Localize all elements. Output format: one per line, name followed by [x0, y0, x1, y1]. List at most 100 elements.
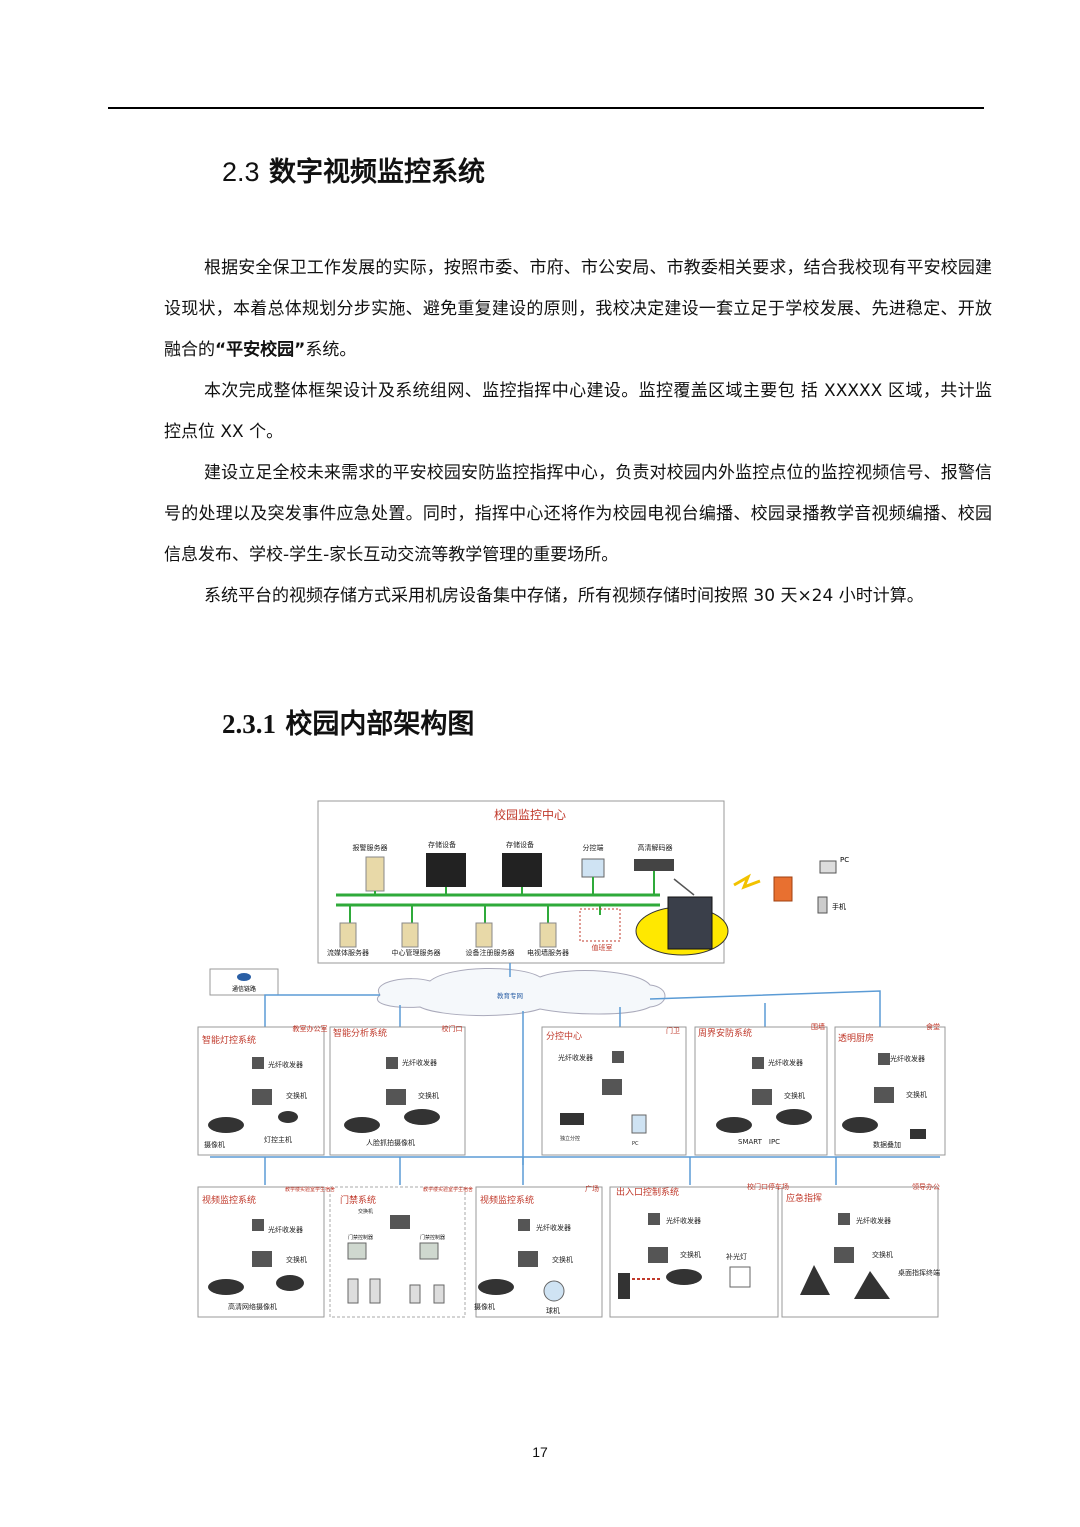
transceiver-label: 光纤收发器	[768, 1058, 803, 1067]
transceiver-icon	[252, 1219, 264, 1231]
switch-icon	[752, 1089, 772, 1105]
device-label: 高清解码器	[638, 843, 673, 852]
location-tag: 领导办公	[912, 1182, 940, 1191]
switch-label: 交换机	[358, 1208, 373, 1215]
device-label: 摄像机	[474, 1302, 495, 1311]
switch-label: 交换机	[286, 1255, 307, 1264]
subsystem-title: 智能分析系统	[333, 1027, 387, 1039]
switch-icon	[518, 1251, 538, 1267]
section-heading: 2.3 数字视频监控系统	[222, 157, 485, 188]
device-label: 值班室	[592, 943, 613, 952]
switch-icon	[648, 1247, 668, 1263]
device-label: 球机	[546, 1306, 560, 1315]
link-arrow	[673, 878, 695, 896]
device-label: 中心管理服务器	[392, 948, 441, 957]
access-controller-icon	[347, 1242, 367, 1260]
phone-icon	[817, 896, 828, 914]
device-label: 人脸抓拍摄像机	[366, 1138, 415, 1147]
switch-icon	[834, 1247, 854, 1263]
overlay-icon	[910, 1129, 926, 1139]
subsystem-box	[475, 1186, 603, 1318]
subsystem-title: 周界安防系统	[698, 1027, 752, 1039]
camera-icon	[344, 1117, 380, 1133]
storage-icon	[502, 853, 542, 887]
subsection-heading: 2.3.1 校园内部架构图	[222, 709, 475, 740]
location-tag: 校门口停车场	[747, 1182, 789, 1191]
video-wall-icon	[667, 896, 713, 950]
device-label: 灯控主机	[264, 1135, 292, 1144]
transceiver-icon	[878, 1053, 890, 1065]
subsystem-title: 出入口控制系统	[616, 1186, 679, 1198]
camera-icon	[842, 1117, 878, 1133]
card-reader-icon	[409, 1284, 421, 1304]
location-tag: 食堂	[926, 1022, 940, 1031]
device-label: PC	[632, 1141, 639, 1147]
transceiver-icon	[612, 1051, 624, 1063]
remote-label: PC	[840, 856, 849, 864]
transceiver-label: 光纤收发器	[268, 1060, 303, 1069]
switch-label: 交换机	[286, 1091, 307, 1100]
subsystem-title: 门禁系统	[340, 1194, 376, 1206]
switch-icon	[602, 1079, 622, 1095]
wireless-icon	[733, 873, 761, 890]
monitor-icon	[581, 858, 605, 878]
paragraph: 根据安全保卫工作发展的实际，按照市委、市府、市公安局、市教委相关要求，结合我校现…	[164, 258, 992, 360]
device-label: 报警服务器	[353, 843, 388, 852]
transceiver-icon	[386, 1057, 398, 1069]
transceiver-label: 光纤收发器	[890, 1054, 925, 1063]
firewall-icon	[773, 876, 793, 902]
controller-icon	[278, 1111, 298, 1123]
header-rule	[108, 107, 984, 109]
transceiver-icon	[648, 1213, 660, 1225]
transceiver-label: 光纤收发器	[666, 1216, 701, 1225]
transceiver-icon	[752, 1057, 764, 1069]
subsystem-title: 透明厨房	[838, 1032, 874, 1044]
location-tag: 教学楼实验室学生宿舍	[285, 1186, 335, 1193]
camera-icon	[716, 1117, 752, 1133]
device-label: 门禁控制器	[420, 1234, 445, 1241]
location-tag: 教室办公室	[293, 1024, 328, 1033]
network-label: 教育专网	[497, 991, 523, 1000]
device-label: 独立分控	[560, 1135, 580, 1142]
switch-icon	[390, 1215, 410, 1229]
pc-icon	[819, 860, 837, 874]
transceiver-icon	[838, 1213, 850, 1225]
location-tag: 围墙	[811, 1022, 825, 1031]
pc-icon	[631, 1114, 647, 1134]
camera-icon	[404, 1109, 440, 1125]
lock-icon	[433, 1284, 445, 1304]
device-label: 摄像机	[204, 1140, 225, 1149]
camera-icon	[776, 1109, 812, 1125]
device-label: 补光灯	[726, 1252, 747, 1261]
switch-icon	[386, 1089, 406, 1105]
subsystem-box	[609, 1186, 779, 1318]
camera-icon	[666, 1269, 702, 1285]
subsystem-title: 视频监控系统	[202, 1194, 256, 1206]
terminal-icon	[854, 1271, 890, 1299]
location-tag: 教学楼实验室学生宿舍	[423, 1186, 473, 1193]
subsystem-title: 视频监控系统	[480, 1194, 534, 1206]
camera-icon	[478, 1279, 514, 1295]
fill-light-icon	[729, 1266, 751, 1288]
device-label: 设备注册服务器	[466, 948, 515, 957]
transceiver-icon	[518, 1219, 530, 1231]
transceiver-label: 光纤收发器	[558, 1053, 593, 1062]
page-number: 17	[532, 1444, 548, 1460]
switch-label: 交换机	[906, 1090, 927, 1099]
switch-label: 交换机	[552, 1255, 573, 1264]
device-label: 电视墙服务器	[527, 948, 569, 957]
access-controller-icon	[419, 1242, 439, 1260]
lock-icon	[369, 1278, 381, 1304]
device-label: SMART IPC	[738, 1138, 780, 1146]
device-label: 桌面指挥终端	[898, 1268, 940, 1277]
router-icon	[237, 973, 251, 981]
location-tag: 广场	[585, 1184, 599, 1193]
location-tag: 校门口	[442, 1024, 463, 1033]
gate-icon	[618, 1273, 630, 1299]
switch-label: 交换机	[872, 1250, 893, 1259]
switch-icon	[252, 1089, 272, 1105]
camera-icon	[208, 1117, 244, 1133]
storage-icon	[426, 853, 466, 887]
subsystem-title: 分控中心	[546, 1030, 582, 1042]
device-label: 高清网络摄像机	[228, 1302, 277, 1311]
